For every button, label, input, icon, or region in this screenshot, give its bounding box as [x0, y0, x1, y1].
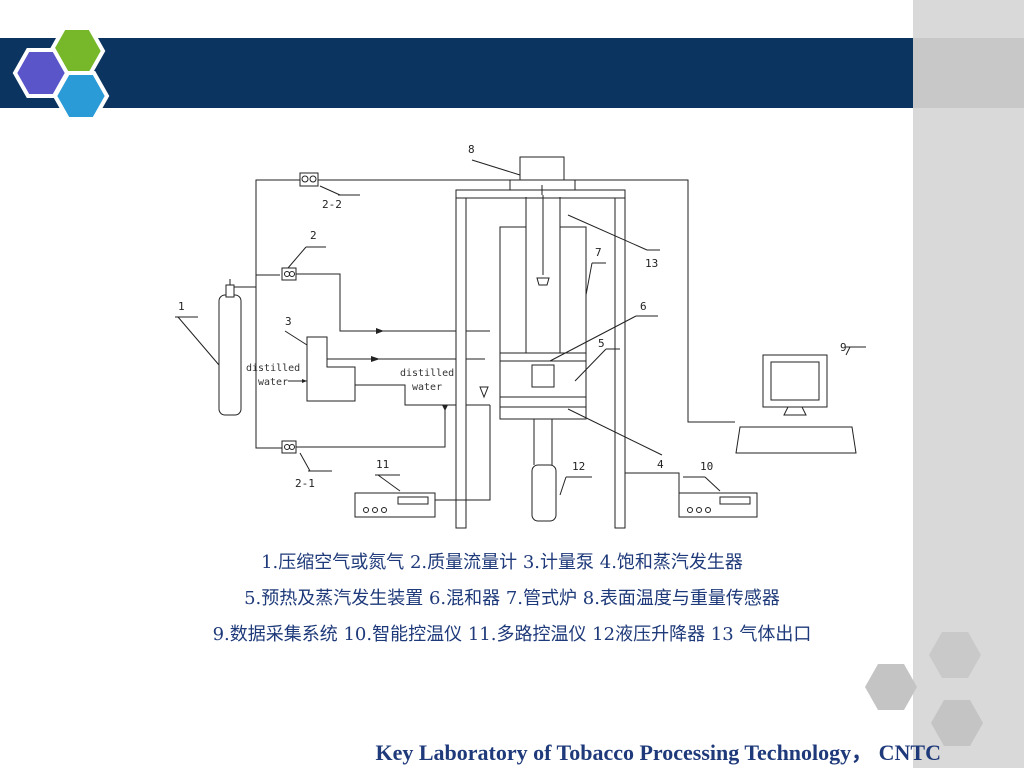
support-frame-left [455, 189, 467, 529]
distilled-water-left-line2: water [258, 377, 288, 388]
hexagon-logo [12, 26, 110, 121]
header-bar [0, 38, 913, 108]
legend-line-2: 5.预热及蒸汽发生装置 6.混和器 7.管式炉 8.表面温度与重量传感器 [244, 588, 780, 609]
distilled-water-left-line1: distilled [246, 363, 300, 374]
label-2-1: 2-1 [295, 477, 315, 490]
label-5: 5 [598, 337, 605, 350]
header-bar-right-segment [913, 38, 1024, 108]
metering-pump [306, 336, 356, 402]
label-8: 8 [468, 143, 475, 156]
gas-cylinder [218, 294, 242, 416]
mass-flow-meter-2-2 [299, 172, 319, 187]
frame-top-bar [455, 189, 626, 199]
label-9: 9 [840, 341, 847, 354]
decorative-hexagons [865, 632, 983, 746]
label-4: 4 [657, 458, 664, 471]
mixer-plate [499, 352, 587, 362]
label-3: 3 [285, 315, 292, 328]
legend-line-1: 1.压缩空气或氮气 2.质量流量计 3.计量泵 4.饱和蒸汽发生器 [261, 552, 743, 573]
label-6: 6 [640, 300, 647, 313]
label-1: 1 [178, 300, 185, 313]
label-2-2: 2-2 [322, 198, 342, 211]
label-7: 7 [595, 246, 602, 259]
footer-lab-name: Key Laboratory of Tobacco Processing Tec… [375, 740, 941, 765]
computer-keyboard [735, 426, 857, 454]
hydraulic-lifter [531, 464, 557, 522]
label-12: 12 [572, 460, 585, 473]
apparatus-diagram: 1 2 2-2 2-1 3 4 5 6 7 8 9 10 11 12 13 di… [175, 143, 866, 529]
distilled-water-right-line1: distilled [400, 368, 454, 379]
tube-furnace-right [559, 226, 587, 358]
distilled-water-right-line2: water [412, 382, 442, 393]
support-frame-right [614, 189, 626, 529]
hexagon-blue [52, 71, 110, 121]
label-10: 10 [700, 460, 713, 473]
label-2: 2 [310, 229, 317, 242]
legend-line-3: 9.数据采集系统 10.智能控温仪 11.多路控温仪 12液压升降器 13 气体… [212, 624, 812, 645]
label-13: 13 [645, 257, 658, 270]
steam-generator-plate [499, 396, 587, 408]
tube-furnace-left [499, 226, 527, 358]
label-11: 11 [376, 458, 389, 471]
